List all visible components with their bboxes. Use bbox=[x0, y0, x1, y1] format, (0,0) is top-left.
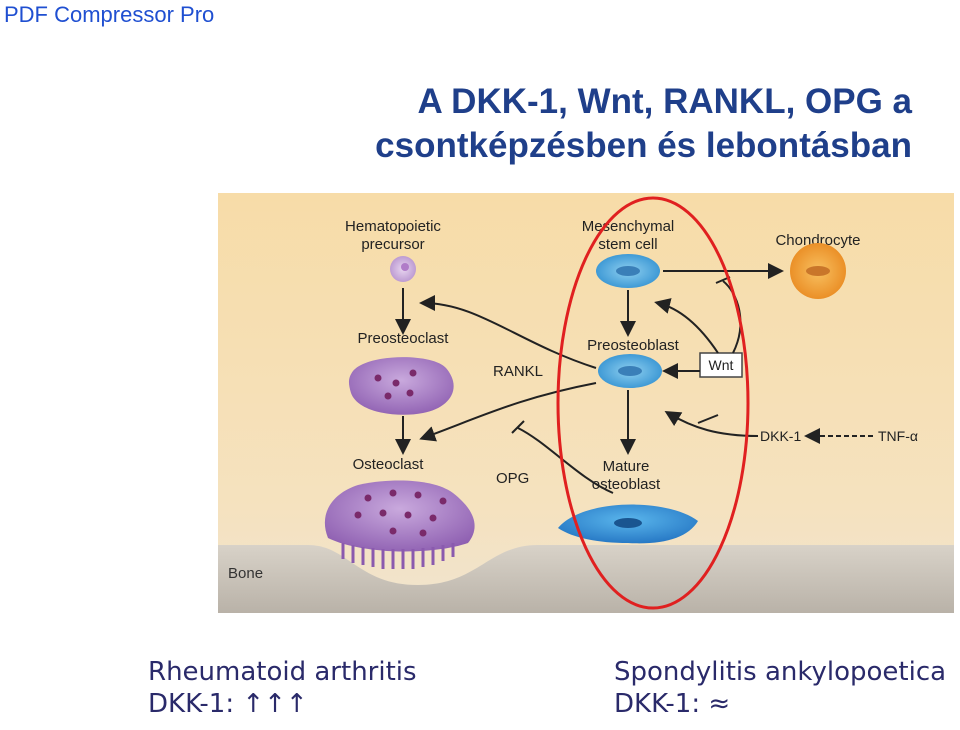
opg-inhibit-line bbox=[517, 427, 614, 494]
hematopoietic-label: Hematopoietic bbox=[345, 218, 441, 235]
osteoblast-label: osteoblast bbox=[592, 476, 661, 493]
caption-spondylitis-dkk1: DKK-1: ≈ bbox=[614, 689, 731, 719]
chondrocyte-nucleus bbox=[806, 266, 830, 276]
osteoclast-cell bbox=[324, 480, 475, 552]
preosteoclast-cell bbox=[348, 357, 454, 415]
highlight-ring bbox=[556, 196, 750, 610]
osteoclast-label: Osteoclast bbox=[353, 456, 425, 473]
arrow-rankl-to-osteoclast bbox=[419, 382, 597, 442]
watermark: PDF Compressor Pro bbox=[4, 2, 215, 27]
inhibit-dkk1-mark bbox=[697, 414, 719, 424]
preosteoclast-label: Preosteoclast bbox=[358, 330, 450, 347]
bone-layer bbox=[218, 545, 954, 613]
caption-rheumatoid-title: Rheumatoid arthritis bbox=[148, 657, 417, 687]
arrow-wnt-to-msc bbox=[654, 298, 719, 354]
slide-title: A DKK-1, Wnt, RANKL, OPG a csontképzésbe… bbox=[375, 80, 912, 168]
title-line-2: csontképzésben és lebontásban bbox=[375, 126, 912, 165]
opg-label: OPG bbox=[496, 470, 529, 487]
osteoclast-ruffled-border bbox=[341, 543, 455, 569]
mesenchymal-nucleus bbox=[616, 266, 640, 276]
caption-rheumatoid-dkk1: DKK-1: ↑↑↑ bbox=[148, 689, 308, 719]
preosteoblast-nucleus bbox=[618, 366, 642, 376]
dkk1-label: DKK-1 bbox=[760, 428, 801, 444]
chondrocyte-label: Chondrocyte bbox=[775, 232, 860, 249]
mature-label: Mature bbox=[603, 458, 650, 475]
hematopoietic-nucleus bbox=[401, 263, 409, 271]
caption-rheumatoid: Rheumatoid arthritis DKK-1: ↑↑↑ bbox=[148, 656, 417, 720]
stem-cell-label: stem cell bbox=[598, 236, 657, 253]
bone-remodeling-diagram: Bone Hematopoietic precursor Mesenchymal… bbox=[218, 193, 954, 613]
mesenchymal-label: Mesenchymal bbox=[582, 218, 675, 235]
caption-spondylitis-title: Spondylitis ankylopoetica bbox=[614, 657, 947, 687]
precursor-label: precursor bbox=[361, 236, 424, 253]
rankl-label: RANKL bbox=[493, 363, 543, 380]
title-line-1: A DKK-1, Wnt, RANKL, OPG a bbox=[417, 82, 912, 121]
arrow-rankl-to-preosteoclast bbox=[419, 295, 597, 369]
wnt-box bbox=[699, 352, 743, 378]
caption-spondylitis: Spondylitis ankylopoetica DKK-1: ≈ bbox=[614, 656, 946, 720]
bone-label: Bone bbox=[228, 565, 263, 582]
tnf-label: TNF-α bbox=[878, 428, 918, 444]
preosteoblast-label: Preosteoblast bbox=[587, 337, 680, 354]
wnt-label: Wnt bbox=[709, 357, 734, 373]
